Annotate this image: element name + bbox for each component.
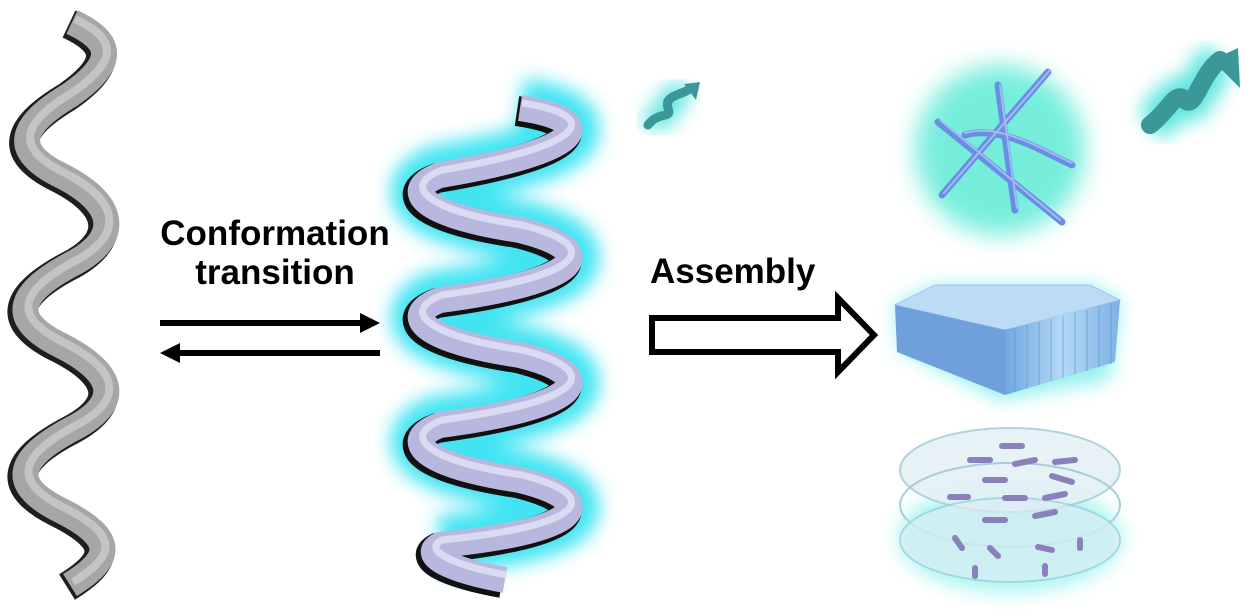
lamellar-phase <box>898 427 1122 593</box>
teal-chain-fragment-small <box>639 80 700 133</box>
fiber-network <box>915 65 1085 235</box>
hexagonal-column-phase <box>893 284 1122 400</box>
conformation-label-line1: Conformation <box>160 214 390 253</box>
forward-arrow <box>160 313 380 333</box>
alpha-helix <box>390 78 600 598</box>
reverse-arrow <box>160 343 380 363</box>
reversible-arrows <box>160 313 380 363</box>
conformation-label-line2: transition <box>195 253 355 293</box>
conformation-transition-label: Conformation transition <box>140 214 410 292</box>
assembly-label: Assembly <box>650 252 816 291</box>
assembly-arrow <box>649 290 879 380</box>
random-coil <box>7 10 120 600</box>
teal-chain-fragment-large <box>1137 44 1240 141</box>
